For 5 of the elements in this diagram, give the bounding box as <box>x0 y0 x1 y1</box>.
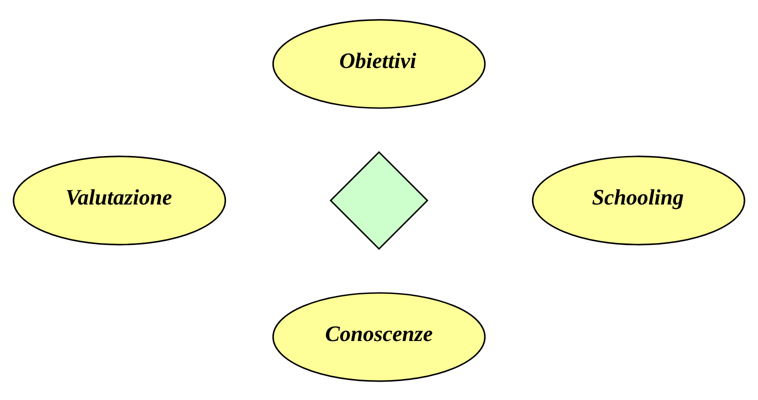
node-ellipse: Valutazione <box>12 155 226 245</box>
node-arrow <box>330 150 428 250</box>
node-ellipse: Schooling <box>532 155 746 245</box>
node-ellipse: Conoscenze <box>272 292 486 382</box>
node-ellipse: Obiettivi <box>272 18 486 108</box>
